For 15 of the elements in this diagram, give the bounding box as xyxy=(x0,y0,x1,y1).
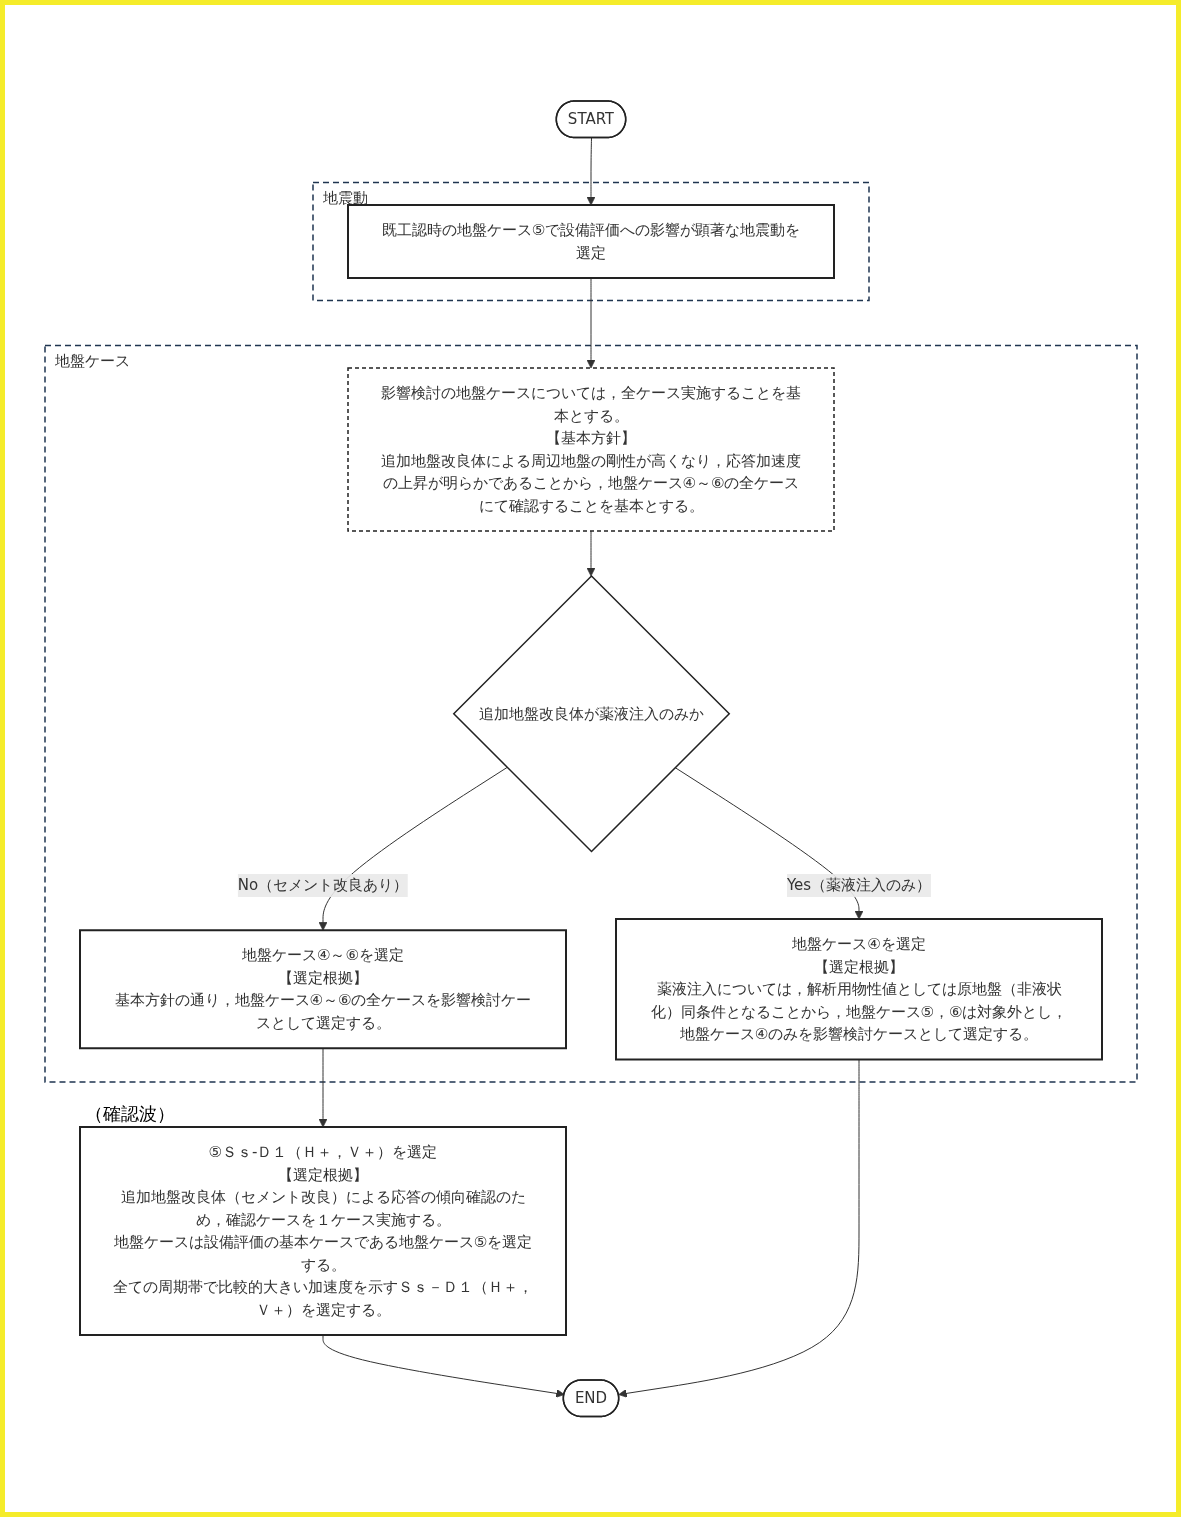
edge-label: Yes（薬液注入のみ） xyxy=(786,875,931,894)
note-label: （確認波） xyxy=(84,1102,175,1124)
node-box: 既工認時の地盤ケース⑤で設備評価への影響が顕著な地震動を選定 xyxy=(346,203,835,279)
node-box: 影響検討の地盤ケースについては，全ケース実施することを基本とする。 【基本方針】 追加地盤改良体による周辺地盤の剛性が高くなり，応答加速度の上昇が明らかであることから，地盤ケース④～⑥の全ケースにて確認することを基本とする。 xyxy=(346,367,835,532)
node-box: ⑤Ｓｓ-Ｄ１（Ｈ＋，Ｖ＋）を選定 【選定根拠】 追加地盤改良体（セメント改良）による応答の傾向確認のため，確認ケースを１ケース実施する。 地盤ケースは設備評価の基本ケースである地盤ケース⑤を選定する。 全ての周期帯で比較的大きい加速度を示すＳｓ－Ｄ１（Ｈ＋，Ｖ＋）を選定する。 xyxy=(78,1125,567,1336)
node-box: 地盤ケース④～⑥を選定 【選定根拠】 基本方針の通り，地盤ケース④～⑥の全ケースを影響検討ケースとして選定する。 xyxy=(78,929,567,1049)
arrow xyxy=(674,766,863,920)
node-box: 地盤ケース④を選定 【選定根拠】 薬液注入については，解析用物性値としては原地盤（非液状化）同条件となることから，地盤ケース⑤，⑥は対象外とし，地盤ケース④のみを影響検討ケースとして選定する。 xyxy=(614,917,1103,1061)
arrow xyxy=(586,277,595,369)
arrow xyxy=(586,137,595,206)
arrow xyxy=(318,1047,327,1128)
arrow xyxy=(586,530,595,577)
node-diamond: 追加地盤改良体が薬液注入のみか xyxy=(452,574,730,853)
arrow xyxy=(617,1058,859,1398)
edge-label: No（セメント改良あり） xyxy=(237,875,408,894)
